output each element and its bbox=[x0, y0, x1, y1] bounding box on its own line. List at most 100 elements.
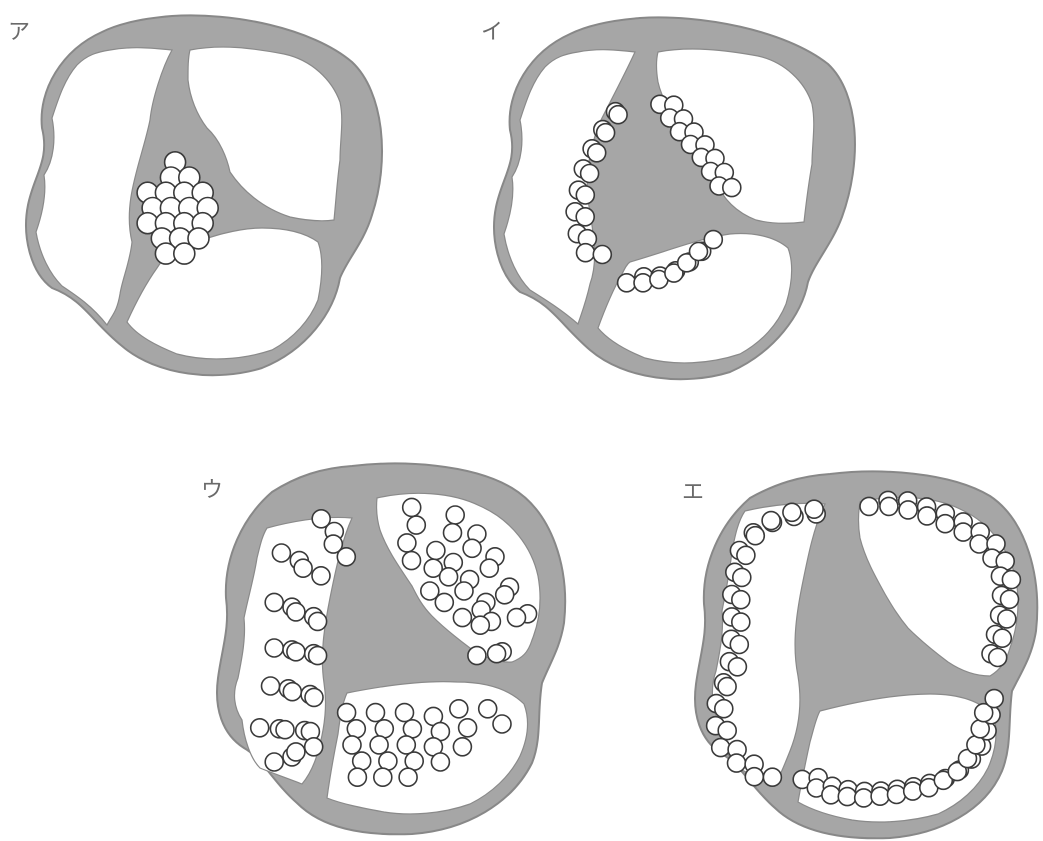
ovule bbox=[855, 789, 873, 807]
ovule bbox=[732, 613, 750, 631]
ovule bbox=[312, 567, 330, 585]
ovule bbox=[993, 629, 1011, 647]
ovule bbox=[718, 678, 736, 696]
ovule bbox=[712, 739, 730, 757]
ovule bbox=[453, 609, 471, 627]
ovule bbox=[396, 704, 414, 722]
ovule bbox=[272, 544, 290, 562]
ovule bbox=[251, 719, 269, 737]
ovule bbox=[398, 534, 416, 552]
ovule bbox=[737, 546, 755, 564]
ovule bbox=[265, 753, 283, 771]
ovule bbox=[985, 690, 1003, 708]
ovule bbox=[405, 752, 423, 770]
ovule bbox=[805, 500, 823, 518]
ovule bbox=[403, 552, 421, 570]
ovule bbox=[435, 593, 453, 611]
ovule bbox=[305, 688, 323, 706]
ovule bbox=[597, 124, 615, 142]
ovule bbox=[732, 591, 750, 609]
ovule bbox=[838, 788, 856, 806]
ovule bbox=[468, 647, 486, 665]
ovule bbox=[871, 787, 889, 805]
ovule bbox=[581, 165, 599, 183]
ovary-cross-section-e bbox=[690, 466, 1042, 840]
ovule bbox=[455, 582, 473, 600]
ovule bbox=[305, 738, 323, 756]
ovule bbox=[936, 515, 954, 533]
ovule bbox=[446, 506, 464, 524]
ovule bbox=[593, 246, 611, 264]
ovule bbox=[276, 721, 294, 739]
ovule bbox=[347, 720, 365, 738]
ovary-cross-section-i bbox=[490, 12, 860, 384]
ovule bbox=[609, 106, 627, 124]
ovule bbox=[728, 658, 746, 676]
ovule bbox=[374, 768, 392, 786]
ovule bbox=[338, 704, 356, 722]
ovule bbox=[375, 720, 393, 738]
ovule bbox=[904, 782, 922, 800]
ovary-cross-section-a bbox=[22, 10, 387, 380]
ovule bbox=[718, 722, 736, 740]
ovule bbox=[431, 753, 449, 771]
ovule bbox=[337, 548, 355, 566]
ovule bbox=[453, 738, 471, 756]
ovule bbox=[998, 610, 1016, 628]
ovary-cross-section-u bbox=[212, 458, 574, 838]
ovule bbox=[730, 636, 748, 654]
ovule bbox=[745, 768, 763, 786]
ovule bbox=[728, 754, 746, 772]
ovule bbox=[860, 497, 878, 515]
ovule bbox=[463, 539, 481, 557]
ovule bbox=[888, 786, 906, 804]
ovule bbox=[479, 700, 497, 718]
ovule bbox=[343, 736, 361, 754]
ovule bbox=[762, 512, 780, 530]
ovule bbox=[954, 523, 972, 541]
ovule bbox=[348, 768, 366, 786]
ovule bbox=[822, 786, 840, 804]
ovule bbox=[379, 752, 397, 770]
ovule bbox=[1002, 571, 1020, 589]
ovule bbox=[1001, 590, 1019, 608]
ovule bbox=[493, 715, 511, 733]
ovule bbox=[577, 244, 595, 262]
ovule bbox=[407, 516, 425, 534]
ovule bbox=[444, 524, 462, 542]
ovule bbox=[459, 719, 477, 737]
ovule bbox=[440, 568, 458, 586]
ovule bbox=[704, 231, 722, 249]
ovule bbox=[763, 768, 781, 786]
ovule bbox=[746, 527, 764, 545]
ovule bbox=[450, 700, 468, 718]
ovule bbox=[309, 612, 327, 630]
ovule bbox=[367, 704, 385, 722]
ovule bbox=[733, 568, 751, 586]
ovule bbox=[488, 645, 506, 663]
ovule bbox=[496, 586, 514, 604]
ovule bbox=[618, 274, 636, 292]
ovule bbox=[508, 609, 526, 627]
ovule bbox=[403, 720, 421, 738]
ovule bbox=[970, 535, 988, 553]
ovule bbox=[690, 243, 708, 261]
ovule bbox=[783, 503, 801, 521]
ovule bbox=[427, 542, 445, 560]
ovule bbox=[634, 274, 652, 292]
ovule bbox=[265, 593, 283, 611]
ovule bbox=[265, 639, 283, 657]
ovule bbox=[723, 179, 741, 197]
ovule bbox=[480, 559, 498, 577]
ovule bbox=[918, 507, 936, 525]
ovule bbox=[283, 683, 301, 701]
ovule bbox=[174, 243, 195, 264]
ovule bbox=[353, 752, 371, 770]
ovule bbox=[899, 501, 917, 519]
ovule bbox=[471, 616, 489, 634]
ovule bbox=[989, 649, 1007, 667]
ovule bbox=[399, 768, 417, 786]
ovule bbox=[588, 144, 606, 162]
ovule bbox=[576, 208, 594, 226]
ovule bbox=[262, 677, 280, 695]
